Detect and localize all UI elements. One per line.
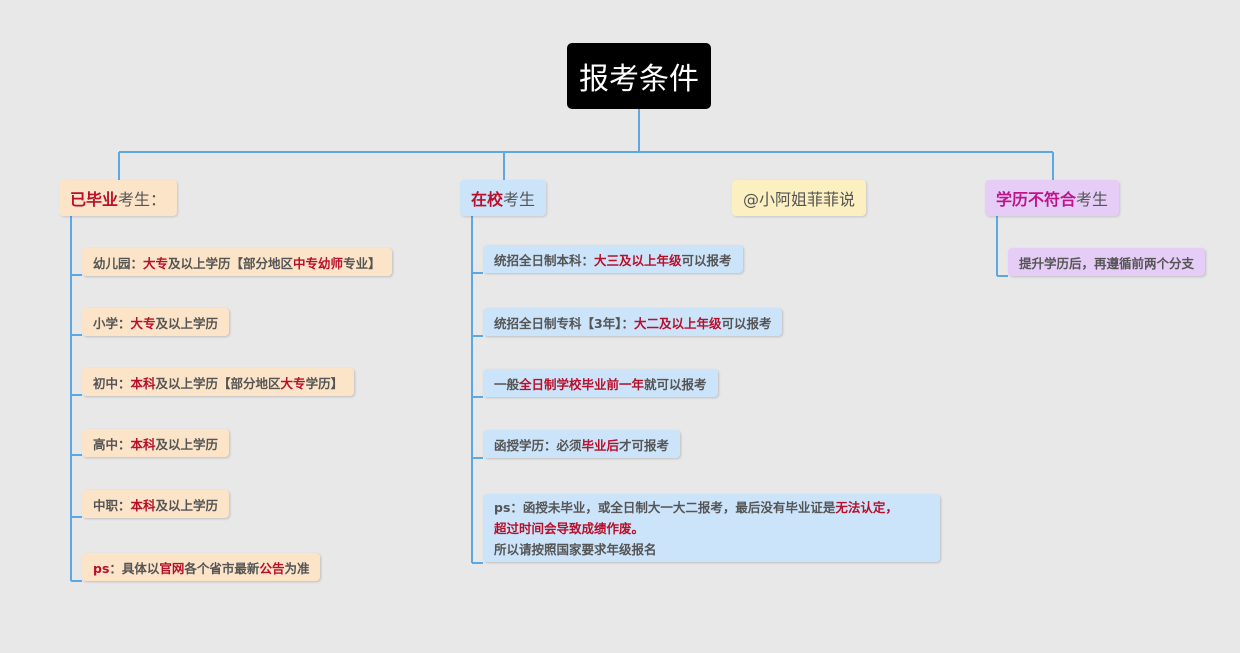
plain-text: 一般 — [494, 376, 520, 392]
highlight-text: 官网 — [159, 560, 185, 576]
plain-text: 初中： — [93, 375, 131, 391]
item-text: 高中：本科及以上学历 — [93, 434, 218, 453]
plain-text: 及以上学历 — [155, 436, 219, 452]
item-text: 统招全日制专科【3年】：大二及以上年级可以报考 — [494, 313, 771, 332]
highlight-text: 大三及以上年级 — [594, 252, 682, 268]
plain-text: 及以上学历【部分地区 — [155, 375, 281, 391]
plain-text: 幼儿园： — [93, 255, 144, 271]
highlight-text: 全日制学校毕业前一年 — [519, 376, 645, 392]
item-text: 统招全日制本科：大三及以上年级可以报考 — [494, 250, 732, 269]
branch-inschool-title: 在校考生 — [471, 186, 535, 210]
branch-unqualified-title: 学历不符合考生 — [996, 186, 1108, 210]
item-text: 中职：本科及以上学历 — [93, 495, 218, 514]
highlight-text: 本科 — [130, 497, 156, 513]
inschool-item-correspondence[interactable]: 函授学历：必须毕业后才可报考 — [483, 430, 681, 458]
watermark-text: @小阿姐菲菲说 — [743, 186, 855, 210]
item-text: 函授学历：必须毕业后才可报考 — [494, 435, 669, 454]
highlight-text: 中专幼师 — [293, 255, 344, 271]
highlight-text: 大专 — [143, 255, 169, 271]
highlight-text: ps — [93, 560, 110, 576]
plain-text: 统招全日制本科： — [494, 252, 595, 268]
highlight-text: 无法认定， — [835, 499, 898, 515]
highlight-text: 已毕业 — [70, 190, 119, 209]
plain-text: 可以报考 — [721, 315, 772, 331]
plain-text: 就可以报考 — [644, 376, 707, 392]
plain-text: 所以请按照国家要求年级报名 — [494, 541, 657, 557]
plain-text: 为准 — [284, 560, 310, 576]
plain-text: @小阿姐菲菲说 — [743, 190, 856, 209]
plain-text: 考生： — [118, 190, 167, 209]
inschool-item-undergrad[interactable]: 统招全日制本科：大三及以上年级可以报考 — [483, 245, 743, 273]
plain-text: 小学： — [93, 315, 131, 331]
plain-text: 可以报考 — [681, 252, 732, 268]
branch-unqualified[interactable]: 学历不符合考生 — [985, 180, 1120, 216]
plain-text: 高中： — [93, 436, 131, 452]
highlight-text: 大专 — [280, 375, 306, 391]
plain-text: 及以上学历 — [155, 497, 219, 513]
highlight-text: 学历不符合 — [996, 190, 1077, 209]
plain-text: 及以上学历 — [155, 315, 219, 331]
graduated-item-primary[interactable]: 小学：大专及以上学历 — [82, 308, 230, 336]
plain-text: 提升学历后，再遵循前两个分支 — [1019, 255, 1195, 271]
item-text: 一般全日制学校毕业前一年就可以报考 — [494, 374, 707, 393]
plain-text: 学历】 — [305, 375, 344, 391]
highlight-text: 大二及以上年级 — [633, 315, 722, 331]
graduated-item-ps[interactable]: ps：具体以官网各个省市最新公告为准 — [82, 553, 321, 581]
root-node[interactable]: 报考条件 — [567, 43, 711, 109]
branch-graduated-title: 已毕业考生： — [70, 186, 166, 210]
inschool-item-college[interactable]: 统招全日制专科【3年】：大二及以上年级可以报考 — [483, 308, 783, 336]
plain-text: ：具体以 — [109, 560, 160, 576]
ps-line-2: 超过时间会导致成绩作废。 — [494, 518, 644, 539]
inschool-item-general[interactable]: 一般全日制学校毕业前一年就可以报考 — [483, 369, 718, 397]
plain-text: 函授学历：必须 — [494, 437, 582, 453]
highlight-text: 大专 — [130, 315, 156, 331]
branch-inschool[interactable]: 在校考生 — [460, 180, 547, 216]
plain-text: ps：函授未毕业，或全日制大一大二报考，最后没有毕业证是 — [494, 499, 836, 515]
item-text: 小学：大专及以上学历 — [93, 313, 218, 332]
ps-line-1: ps：函授未毕业，或全日制大一大二报考，最后没有毕业证是无法认定， — [494, 497, 898, 518]
plain-text: 及以上学历【部分地区 — [168, 255, 294, 271]
plain-text: 考生 — [503, 190, 536, 209]
plain-text: 中职： — [93, 497, 131, 513]
plain-text: 统招全日制专科【3年】： — [494, 315, 634, 331]
inschool-item-ps[interactable]: ps：函授未毕业，或全日制大一大二报考，最后没有毕业证是无法认定， 超过时间会导… — [483, 494, 940, 562]
plain-text: 各个省市最新 — [184, 560, 260, 576]
item-text: 初中：本科及以上学历【部分地区大专学历】 — [93, 373, 343, 392]
watermark-node: @小阿姐菲菲说 — [732, 180, 867, 216]
highlight-text: 本科 — [130, 436, 156, 452]
item-text: ps：具体以官网各个省市最新公告为准 — [93, 558, 309, 577]
highlight-text: 在校 — [471, 190, 504, 209]
item-text: 提升学历后，再遵循前两个分支 — [1019, 253, 1194, 272]
item-text: 幼儿园：大专及以上学历【部分地区中专幼师专业】 — [93, 253, 381, 272]
root-title: 报考条件 — [579, 62, 699, 97]
highlight-text: 毕业后 — [581, 437, 620, 453]
ps-line-3: 所以请按照国家要求年级报名 — [494, 539, 657, 560]
highlight-text: 超过时间会导致成绩作废。 — [494, 520, 645, 536]
graduated-item-vocational[interactable]: 中职：本科及以上学历 — [82, 490, 230, 518]
highlight-text: 公告 — [259, 560, 285, 576]
highlight-text: 本科 — [130, 375, 156, 391]
plain-text: 才可报考 — [619, 437, 670, 453]
unqualified-item-upgrade[interactable]: 提升学历后，再遵循前两个分支 — [1008, 248, 1206, 276]
graduated-item-senior[interactable]: 高中：本科及以上学历 — [82, 429, 230, 457]
plain-text: 专业】 — [343, 255, 381, 271]
plain-text: 考生 — [1076, 190, 1109, 209]
graduated-item-kindergarten[interactable]: 幼儿园：大专及以上学历【部分地区中专幼师专业】 — [82, 248, 392, 276]
graduated-item-junior[interactable]: 初中：本科及以上学历【部分地区大专学历】 — [82, 368, 355, 396]
branch-graduated[interactable]: 已毕业考生： — [59, 180, 178, 216]
